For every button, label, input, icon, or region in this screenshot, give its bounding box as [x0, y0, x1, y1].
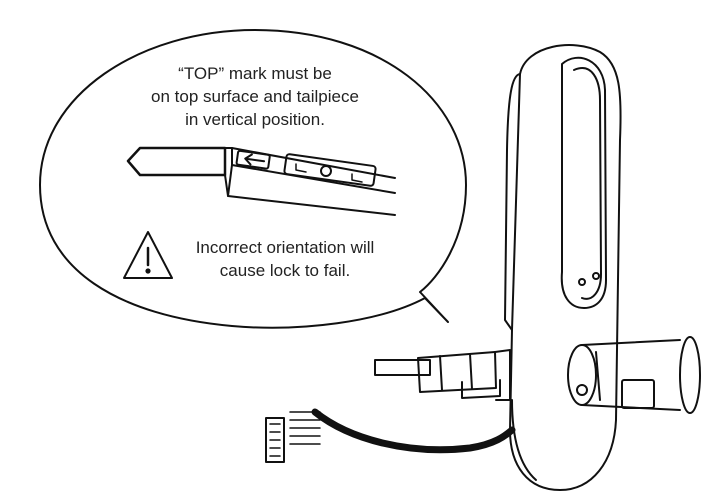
mounting-tube — [567, 336, 701, 414]
cable-connector — [265, 408, 516, 463]
warning-line: Incorrect orientation will — [195, 238, 375, 257]
left-arrow-icon — [235, 149, 271, 170]
callout-bubble — [39, 29, 467, 329]
tailpiece-detail — [126, 146, 396, 216]
warning-text: Incorrect orientation will cause lock to… — [170, 236, 400, 282]
top-mark-plate — [283, 153, 377, 187]
warning-line: cause lock to fail. — [219, 261, 351, 280]
instruction-line: on top surface and tailpiece — [151, 87, 359, 106]
instruction-line: in vertical position. — [185, 110, 325, 129]
warning-triangle-icon — [123, 231, 173, 279]
instruction-text: “TOP” mark must be on top surface and ta… — [110, 62, 400, 131]
tailpiece-spindle — [374, 349, 511, 401]
instruction-line: “TOP” mark must be — [178, 64, 332, 83]
lock-body — [504, 44, 622, 491]
